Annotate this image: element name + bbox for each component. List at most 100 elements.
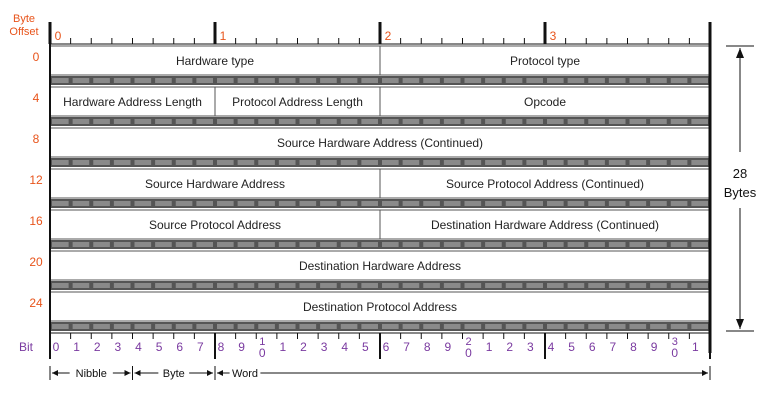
separator-bit-segment [547,242,564,247]
row-byte-offset: 12 [29,173,43,187]
separator-bit-segment [155,324,172,329]
field-box [379,86,711,117]
separator-band [50,199,710,208]
separator-bit-segment [93,119,110,124]
separator-bit-segment [113,242,131,247]
separator-bit-segment [423,160,440,165]
separator-bit-segment [485,160,502,165]
separator-bit-segment [361,242,378,247]
top-byte-number: 3 [550,29,557,43]
bit-number: 6 [176,340,183,354]
span-arrowhead-left [217,370,223,376]
separator-bit-segment [175,242,193,247]
separator-bit-segment [588,242,605,247]
field-box [49,250,711,281]
bit-number: 3 [115,340,122,354]
separator-bit-segment [237,78,255,83]
bit-number: 0 [53,340,60,354]
separator-bit-segment [258,119,275,124]
separator-bit-segment [629,283,647,288]
separator-bit-segment [299,201,317,206]
separator-bit-segment [567,201,585,206]
separator-bit-segment [258,160,275,165]
separator-bit-segment [155,201,172,206]
separator-bit-segment [691,78,708,83]
separator-bit-segment [526,242,543,247]
bit-number: 7 [610,340,617,354]
separator-bit-segment [670,119,688,124]
separator-bit-segment [237,119,255,124]
separator-bit-segment [134,324,152,329]
separator-bit-segment [155,119,172,124]
separator-bit-segment [670,78,688,83]
separator-bit-segment [650,283,667,288]
separator-bit-segment [547,160,564,165]
separator-bit-segment [278,324,296,329]
separator-bit-segment [485,201,502,206]
separator-bit-segment [320,201,337,206]
separator-bit-segment [217,283,234,288]
separator-bit-segment [567,242,585,247]
field-label: Protocol type [510,54,580,68]
separator-bit-segment [629,242,647,247]
bit-number: 5 [568,340,575,354]
separator-bit-segment [629,201,647,206]
span-arrowhead-right [702,370,708,376]
span-arrowhead-right [207,370,213,376]
separator-bit-segment [382,78,399,83]
separator-bit-segment [258,324,275,329]
field-label: Hardware Address Length [63,95,202,109]
separator-bit-segment [588,324,605,329]
separator-bit-segment [650,242,667,247]
bit-number: 6 [589,340,596,354]
field-label: Destination Protocol Address [303,300,457,314]
field-box [49,86,216,117]
separator-bit-segment [402,119,420,124]
separator-bit-segment [485,324,502,329]
span-label-bg [229,367,261,379]
separator-bit-segment [464,160,482,165]
row-byte-offset: 16 [29,214,43,228]
separator-bit-segment [526,160,543,165]
separator-bit-segment [72,78,90,83]
separator-bit-segment [505,242,523,247]
separator-bit-segment [505,160,523,165]
separator-bit-segment [382,242,399,247]
separator-bit-segment [567,119,585,124]
bit-number: 6 [383,340,390,354]
bit-number-tens: 3 [672,336,678,348]
separator-bit-segment [196,283,213,288]
separator-bit-segment [361,160,378,165]
separator-bit-segment [217,201,234,206]
separator-bit-segment [72,242,90,247]
separator-bit-segment [526,119,543,124]
separator-bit-segment [567,324,585,329]
separator-bit-segment [196,160,213,165]
separator-bit-segment [629,78,647,83]
separator-bit-segment [196,242,213,247]
separator-bit-segment [361,119,378,124]
field-label: Source Protocol Address [149,218,281,232]
separator-bit-segment [52,119,69,124]
separator-bit-segment [485,283,502,288]
separator-bit-segment [52,242,69,247]
separator-bit-segment [485,119,502,124]
bit-number: 1 [280,340,287,354]
separator-bit-segment [217,324,234,329]
field-box [379,45,711,76]
separator-bit-segment [93,201,110,206]
separator-bit-segment [361,201,378,206]
bit-number: 0 [259,346,266,360]
separator-bit-segment [237,201,255,206]
separator-bit-segment [93,324,110,329]
separator-bit-segment [113,160,131,165]
separator-bit-segment [526,201,543,206]
separator-bit-segment [423,78,440,83]
separator-bit-segment [217,119,234,124]
separator-bit-segment [382,119,399,124]
separator-bit-segment [278,119,296,124]
separator-bit-segment [588,160,605,165]
field-box [49,45,381,76]
separator-bit-segment [464,78,482,83]
